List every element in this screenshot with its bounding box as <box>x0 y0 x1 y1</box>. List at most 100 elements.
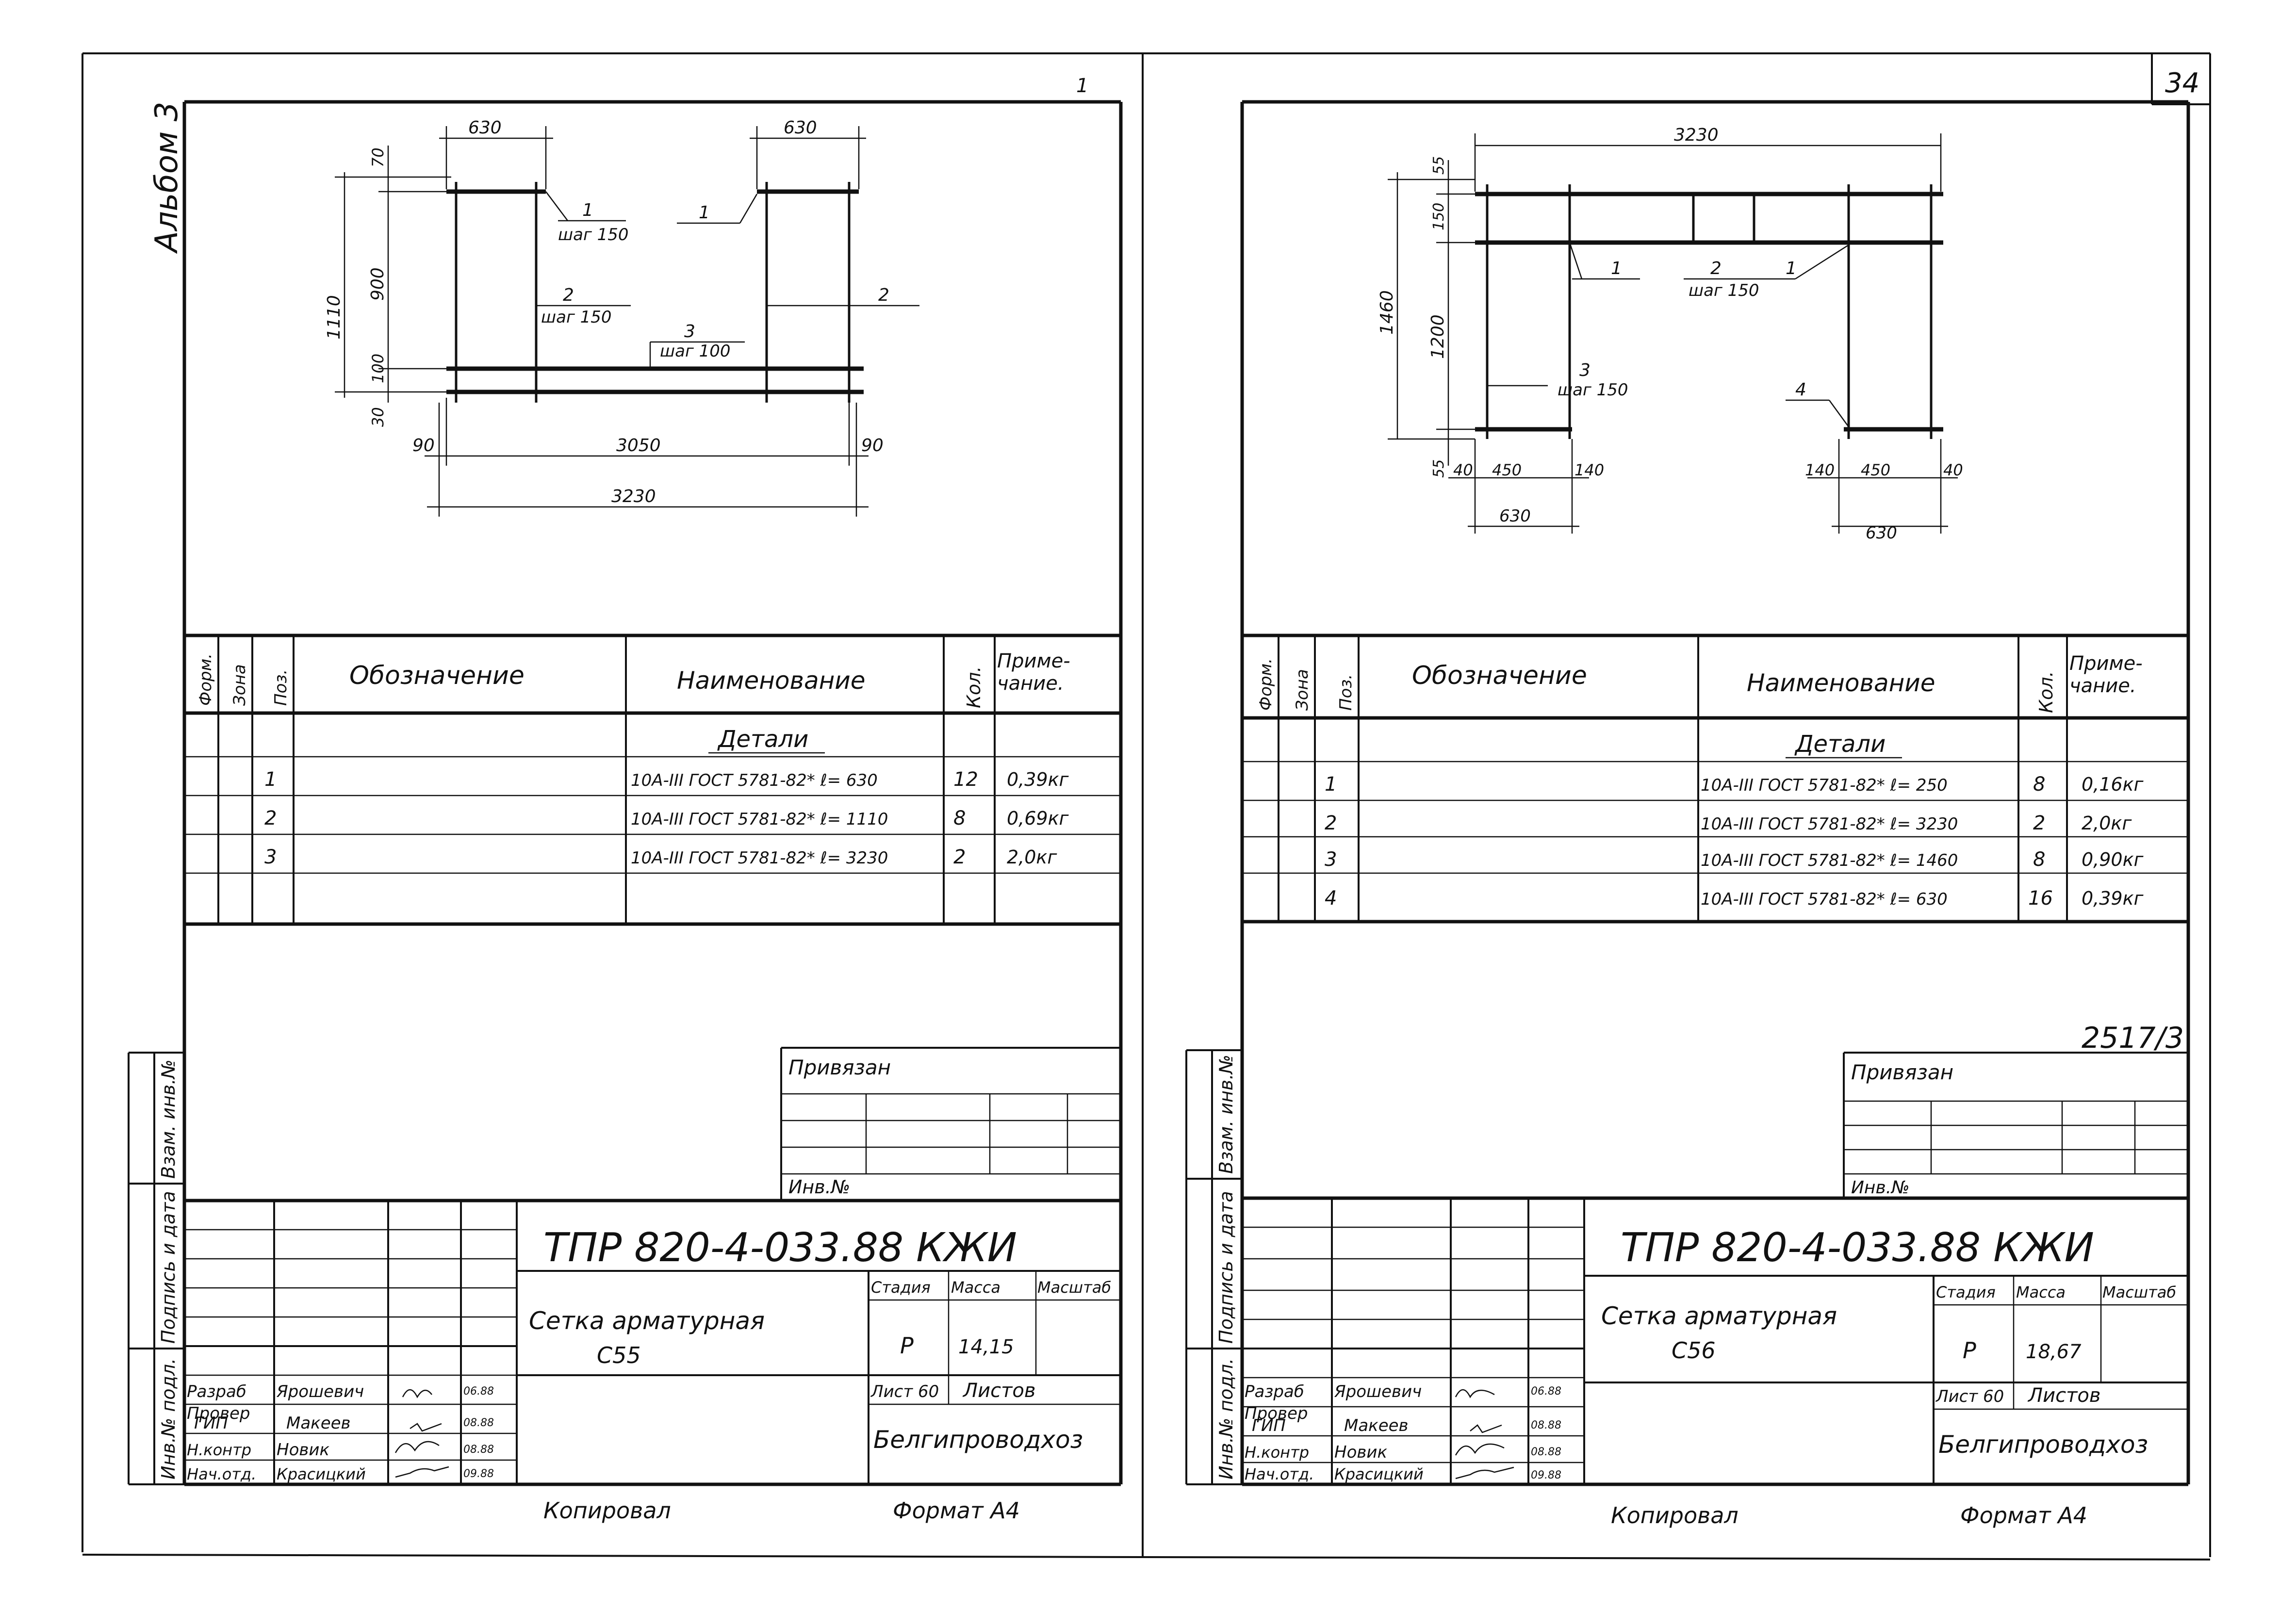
role-razrab-right: Разраб <box>1245 1382 1304 1401</box>
row-1-qty: 12 <box>953 768 978 791</box>
signature-1-right <box>1455 1389 1495 1398</box>
th-format: Форм. <box>196 653 215 706</box>
dim-70: 70 <box>369 147 387 167</box>
stage-head-right: Стадия <box>1936 1283 1996 1301</box>
dim-40-right: 40 <box>1943 461 1963 479</box>
th-name-right: Наименование <box>1747 669 1935 697</box>
date-3-left: 08.88 <box>463 1444 494 1456</box>
inv-no-label: Инв.№ <box>788 1176 850 1198</box>
dim-3230-right: 3230 <box>1674 125 1719 145</box>
person-2-right: Макеев <box>1344 1416 1409 1435</box>
role-razrab-left: Разраб <box>187 1382 246 1401</box>
section-details: Детали <box>717 726 808 753</box>
mass-left: 14,15 <box>958 1336 1014 1358</box>
callout-r-3: 3 <box>1579 360 1591 380</box>
row-r4-qty: 16 <box>2028 887 2053 910</box>
callout-2: 2 <box>563 285 574 305</box>
mesh-drawing-c55 <box>335 126 919 517</box>
side-label-inv-right: Инв.№ подл. <box>1215 1358 1237 1479</box>
person-3-right: Новик <box>1334 1443 1388 1462</box>
mass-head-right: Масса <box>2016 1283 2066 1301</box>
copied-left: Копировал <box>543 1497 671 1524</box>
role-prover-right: Провер <box>1245 1404 1308 1423</box>
signature-4-left <box>395 1466 449 1478</box>
row-r1-pos: 1 <box>1325 773 1337 796</box>
dim-450-right: 450 <box>1861 461 1890 479</box>
outer-frame <box>82 52 2211 1560</box>
side-label-sign-right: Подпись и дата <box>1215 1191 1237 1344</box>
dim-150: 150 <box>1430 203 1447 230</box>
role-prover-left: Провер <box>187 1404 250 1423</box>
th-note-right: Приме-чание. <box>2069 652 2143 697</box>
doc-code-right: ТПР 820-4-033.88 КЖИ <box>1621 1225 2094 1271</box>
scale-head-right: Масштаб <box>2102 1283 2176 1301</box>
row-r3-qty: 8 <box>2033 848 2045 871</box>
row-2-note: 0,69кг <box>1007 808 1069 829</box>
dim-40-left: 40 <box>1453 461 1473 479</box>
right-sheet: Инв.№ подл. Подпись и дата Взам. инв.№ <box>1185 100 2190 1528</box>
privyazan-block-right <box>1843 1052 2188 1198</box>
dim-630-right: 630 <box>784 118 817 138</box>
dim-55-bottom: 55 <box>1430 459 1447 478</box>
stage-right: Р <box>1963 1337 1976 1364</box>
row-3-name: 10А-III ГОСТ 5781-82* ℓ= 3230 <box>631 848 888 868</box>
callout-r-step-2: шаг 150 <box>1689 281 1759 300</box>
dim-140-right: 140 <box>1805 461 1835 479</box>
th-zone: Зона <box>230 664 249 706</box>
row-r4-pos: 4 <box>1325 887 1337 910</box>
role-gip-right: ГИП <box>1252 1416 1286 1435</box>
dim-1200: 1200 <box>1428 314 1448 359</box>
dim-450-left: 450 <box>1492 461 1522 479</box>
th-format-right: Форм. <box>1256 658 1276 711</box>
scale-head-left: Масштаб <box>1037 1278 1111 1297</box>
sheet-head-left: Лист 60 <box>870 1382 939 1401</box>
signature-2-right <box>1470 1424 1502 1433</box>
callout-r-2: 2 <box>1710 259 1722 278</box>
th-qty: Кол. <box>963 666 984 708</box>
signature-4-right <box>1455 1466 1514 1479</box>
callout-1b: 1 <box>699 203 710 223</box>
dim-1460: 1460 <box>1377 290 1397 335</box>
th-designation-right: Обозначение <box>1412 661 1587 690</box>
date-1-right: 06.88 <box>1531 1385 1561 1398</box>
left-sheet: Инв.№ подл. Подпись и дата Взам. инв.№ <box>128 100 1123 1524</box>
row-3-qty: 2 <box>953 846 966 868</box>
role-nkontr-right: Н.контр <box>1245 1443 1309 1462</box>
org-right: Белгипроводхоз <box>1938 1430 2148 1459</box>
row-r2-pos: 2 <box>1325 812 1337 834</box>
page-number: 34 <box>2165 67 2199 99</box>
dim-90-right: 90 <box>861 436 884 455</box>
dim-630-left-right: 630 <box>1499 506 1531 526</box>
mark-left: С55 <box>597 1342 641 1368</box>
row-r2-name: 10А-III ГОСТ 5781-82* ℓ= 3230 <box>1701 814 1958 834</box>
row-r2-note: 2,0кг <box>2082 813 2132 834</box>
person-2-left: Макеев <box>286 1414 351 1433</box>
mass-right: 18,67 <box>2026 1341 2082 1363</box>
th-zone-right: Зона <box>1293 669 1312 711</box>
th-name: Наименование <box>677 666 866 695</box>
date-3-right: 08.88 <box>1531 1446 1561 1458</box>
callout-r-1: 1 <box>1611 259 1622 278</box>
role-nkontr-left: Н.контр <box>187 1441 251 1459</box>
row-r3-pos: 3 <box>1325 848 1337 871</box>
title-right: Сетка арматурная <box>1601 1302 1837 1330</box>
person-1-left: Ярошевич <box>276 1382 364 1401</box>
spec-table-left <box>184 634 1121 926</box>
date-4-left: 09.88 <box>463 1468 494 1480</box>
person-4-left: Красицкий <box>277 1465 366 1483</box>
th-pos: Поз. <box>271 669 291 706</box>
row-2-qty: 8 <box>953 807 966 829</box>
role-nachotd-right: Нач.отд. <box>1245 1465 1314 1483</box>
row-r1-note: 0,16кг <box>2082 774 2144 795</box>
callout-3: 3 <box>684 322 695 341</box>
stage-head-left: Стадия <box>871 1278 931 1297</box>
row-r4-note: 0,39кг <box>2082 888 2144 909</box>
title-block-left <box>184 1199 1121 1484</box>
format-right: Формат А4 <box>1960 1502 2087 1528</box>
row-1-pos: 1 <box>264 768 277 791</box>
album-label: Альбом 3 <box>149 102 185 254</box>
th-pos-right: Поз. <box>1336 674 1356 711</box>
dim-90-left: 90 <box>412 436 435 455</box>
row-3-pos: 3 <box>264 846 277 868</box>
callout-step-3: шаг 100 <box>660 341 731 361</box>
